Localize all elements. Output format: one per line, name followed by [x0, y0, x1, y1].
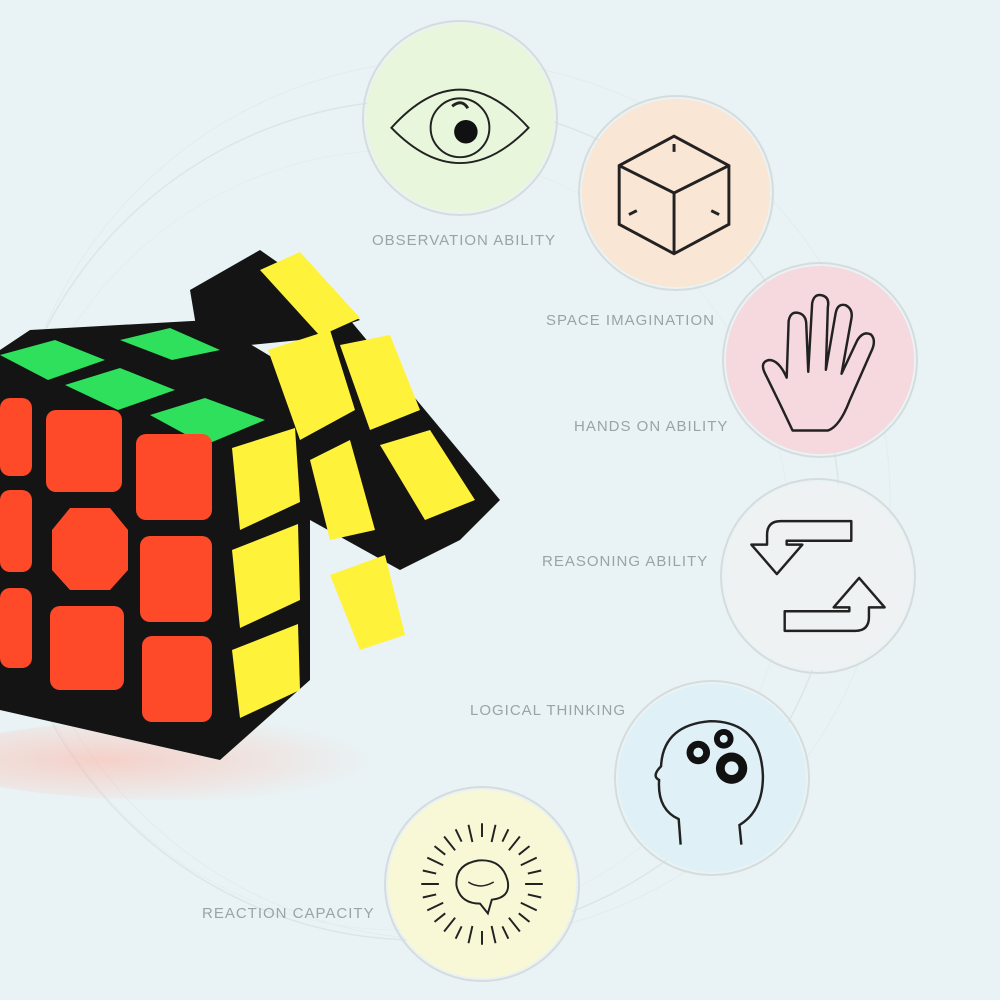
observation-ability-circle	[362, 20, 558, 216]
burst-ray	[426, 901, 444, 912]
burst-ray	[467, 824, 474, 843]
ability-label-observation: OBSERVATION ABILITY	[372, 232, 557, 249]
cube-sticker	[310, 440, 375, 540]
reasoning-ability-circle	[720, 478, 916, 674]
burst-ray	[490, 824, 497, 843]
burst-ray	[433, 845, 446, 856]
space-imagination-circle	[578, 95, 774, 291]
ability-label-reaction: REACTION CAPACITY	[202, 905, 375, 922]
cube-sticker	[52, 508, 128, 590]
hand-icon	[725, 265, 915, 455]
cycle-arrows-icon	[723, 481, 913, 671]
rubiks-cube-image	[0, 250, 500, 800]
ability-label-space-imagination: SPACE IMAGINATION	[546, 312, 715, 329]
burst-ray	[454, 828, 463, 843]
circle-fill	[365, 23, 555, 213]
burst-ray	[527, 869, 542, 875]
hands-on-ability-circle	[722, 262, 918, 458]
cube-sticker	[46, 410, 122, 492]
cube-sticker	[0, 340, 105, 380]
cube-sticker	[0, 490, 32, 572]
cube-sticker	[0, 588, 32, 668]
head-gears-icon	[617, 683, 807, 873]
burst-ray	[443, 917, 456, 933]
burst-ray	[426, 856, 444, 867]
burst-ray	[490, 925, 497, 944]
ability-label-hands-on: HANDS ON ABILITY	[574, 418, 729, 435]
cube-sticker	[0, 398, 32, 476]
burst-ray	[501, 925, 510, 940]
cube-sticker	[232, 624, 300, 718]
burst-ray	[501, 828, 510, 843]
cube-sticker	[140, 536, 212, 622]
burst-ray	[508, 835, 521, 851]
burst-ray	[520, 856, 538, 867]
cube-sticker	[268, 330, 355, 440]
logical-thinking-circle	[614, 680, 810, 876]
cube-sticker	[142, 636, 212, 722]
burst-ray	[422, 893, 437, 899]
cube-sticker	[232, 524, 300, 628]
cube-sticker	[65, 368, 175, 410]
ability-label-logical-thinking: LOGICAL THINKING	[470, 702, 627, 719]
burst-ray	[443, 835, 456, 851]
cube-sticker	[380, 430, 475, 520]
cube-icon	[581, 98, 771, 288]
cube-sticker	[120, 328, 220, 360]
cube-sticker	[136, 434, 212, 520]
cube-sticker	[340, 335, 420, 430]
burst-ray	[520, 901, 538, 912]
burst-ray	[508, 917, 521, 933]
ability-label-reasoning: REASONING ABILITY	[542, 553, 709, 570]
burst-ray	[518, 912, 531, 923]
reaction-capacity-circle	[384, 786, 580, 982]
burst-ray	[467, 925, 474, 944]
burst-ray	[518, 845, 531, 856]
cube-sticker	[232, 428, 300, 530]
eye-icon	[365, 23, 555, 213]
cube-sticker	[260, 252, 360, 336]
cube-sticker	[50, 606, 124, 690]
burst-ray	[433, 912, 446, 923]
burst-ray	[422, 869, 437, 875]
cube-sticker	[150, 398, 265, 445]
burst-ray	[454, 925, 463, 940]
burst-ray	[527, 893, 542, 899]
cube-sticker	[330, 555, 405, 650]
brain-burst-icon	[387, 789, 577, 979]
